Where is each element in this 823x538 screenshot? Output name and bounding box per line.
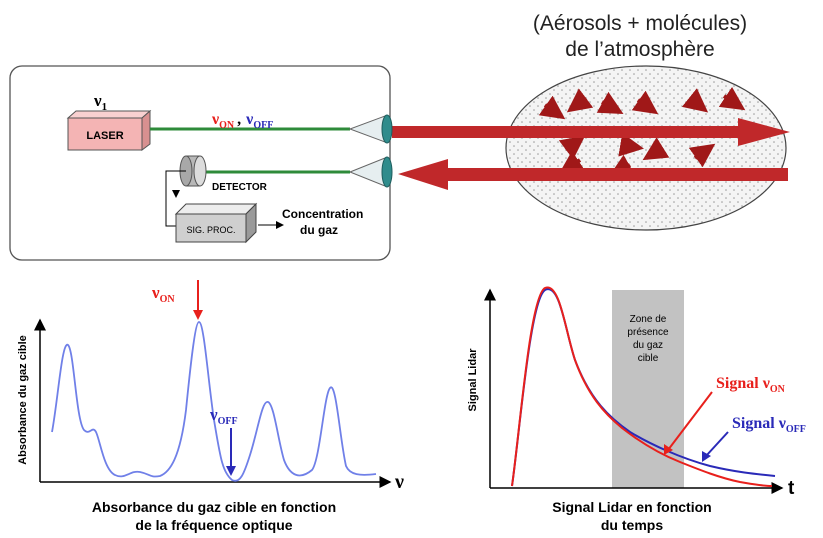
atmosphere-ellipse bbox=[505, 65, 787, 231]
absorbance-ylabel: Absorbance du gaz cible bbox=[17, 335, 29, 465]
return-beam bbox=[398, 159, 788, 190]
signal-on-pointer bbox=[667, 391, 713, 451]
absorbance-nu-on-label: νON bbox=[151, 283, 175, 305]
lidar-caption-line2: du temps bbox=[601, 517, 663, 533]
laser-box bbox=[66, 109, 152, 151]
signal-processor-box bbox=[174, 202, 258, 244]
lidar-caption-line1: Signal Lidar en fonction bbox=[552, 499, 711, 515]
gas-zone bbox=[612, 290, 684, 488]
signal-on-label: Signal νON bbox=[716, 375, 786, 395]
atmosphere-title-line2: de l’atmosphère bbox=[565, 38, 714, 61]
signal-off-label: Signal νOFF bbox=[732, 415, 806, 435]
lidar-curve-on bbox=[511, 286, 773, 487]
absorbance-caption-line1: Absorbance du gaz cible en fonction bbox=[92, 499, 336, 515]
outgoing-beam bbox=[392, 118, 790, 146]
sigproc-label: SIG. PROC. bbox=[186, 225, 235, 235]
detector-wire bbox=[165, 170, 186, 227]
zone-line2: présence bbox=[627, 327, 669, 338]
emission-telescope bbox=[348, 114, 393, 144]
lidar-x-symbol: t bbox=[788, 478, 795, 499]
laser-label: LASER bbox=[86, 130, 123, 142]
frequency-label: νON,νOFF bbox=[211, 111, 273, 131]
zone-line3: du gaz bbox=[633, 340, 663, 351]
atmosphere-title-line1: (Aérosols + molécules) bbox=[533, 12, 747, 35]
signal-off-pointer bbox=[705, 431, 729, 457]
lidar-ylabel: Signal Lidar bbox=[467, 348, 479, 412]
absorbance-x-symbol: ν bbox=[394, 471, 404, 493]
absorbance-caption-line2: de la fréquence optique bbox=[135, 517, 292, 533]
absorbance-curve bbox=[51, 321, 377, 482]
concentration-line2: du gaz bbox=[300, 223, 338, 237]
scattering-arrows bbox=[538, 86, 746, 177]
nu1-label: ν1 bbox=[93, 91, 107, 113]
zone-line4: cible bbox=[638, 353, 659, 364]
detector-wire-arrow bbox=[172, 190, 180, 198]
reception-telescope bbox=[348, 156, 393, 188]
concentration-line1: Concentration bbox=[282, 207, 363, 221]
zone-line1: Zone de bbox=[630, 314, 667, 325]
absorbance-nu-off-label: νOFF bbox=[209, 405, 238, 427]
detector-label: DETECTOR bbox=[212, 182, 268, 193]
